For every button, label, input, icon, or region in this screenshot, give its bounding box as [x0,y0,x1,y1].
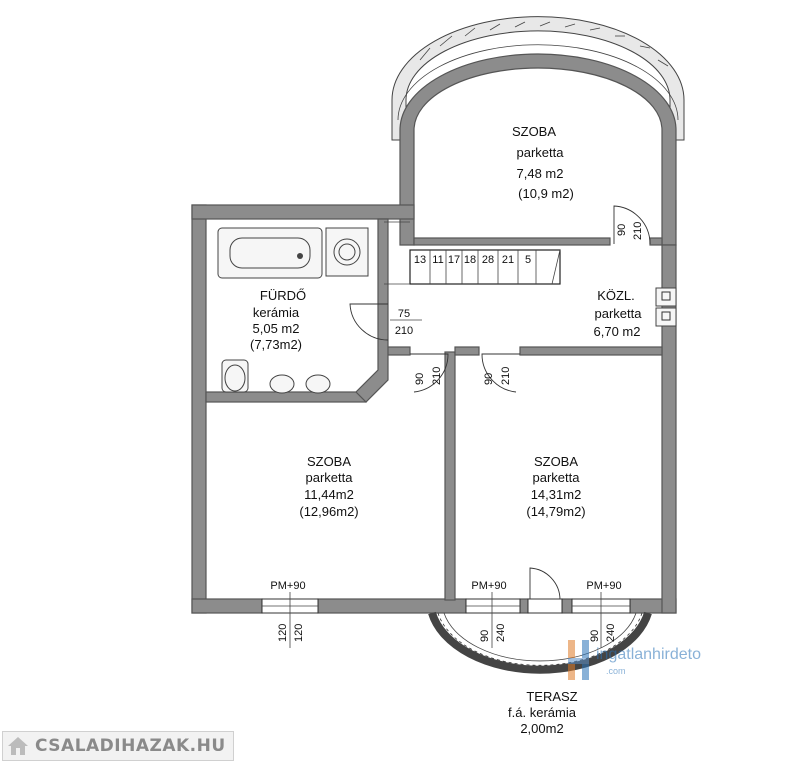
room-area: 14,31m2 [531,487,582,502]
stair-step: 28 [482,254,494,266]
terrace [428,611,652,674]
room-terasz: TERASZ f.á. kerámia 2,00m2 [508,689,578,736]
dim-win-left-h: 120 [293,624,305,642]
door-terrace-icon [529,567,561,601]
room-name: FÜRDŐ [260,288,306,303]
dim-win-left-w: 120 [277,624,289,642]
dimensions: 90 210 75 210 90 210 90 210 PM+90 120 12… [270,222,644,648]
dim-door-right-w: 90 [483,373,495,385]
dim-door-left-w: 90 [414,373,426,385]
dim-door-top-h: 210 [632,222,644,240]
dim-win-right-h: 240 [605,624,617,642]
brand-name: CSALADIHAZAK.HU [35,736,226,756]
room-floor: parketta [517,145,565,160]
top-balcony [391,16,685,141]
room-floor: kerámia [253,305,300,320]
room-area: 7,48 m2 [517,166,564,181]
stair-step: 17 [448,254,460,266]
stair-step: 5 [525,254,531,266]
room-szoba-left: SZOBA parketta 11,44m2 (12,96m2) [299,454,358,519]
dim-door-bath-w: 75 [398,308,410,320]
room-gross-area: (12,96m2) [299,504,358,519]
room-furdo: FÜRDŐ kerámia 5,05 m2 (7,73m2) [250,288,306,352]
dim-win-right-w: 90 [589,630,601,642]
dim-door-right-h: 210 [500,367,512,385]
stair-step: 21 [502,254,514,266]
room-name: TERASZ [526,689,577,704]
sink-icon [305,374,331,394]
room-floor: parketta [595,306,643,321]
room-floor: parketta [533,470,581,485]
bathroom-fixtures [217,227,369,394]
room-gross-area: (14,79m2) [526,504,585,519]
watermark: ingatlanhirdeto .com [566,634,716,686]
door-top-icon [613,205,651,245]
room-name: SZOBA [307,454,351,469]
room-area: 6,70 m2 [594,324,641,339]
win-left-label: PM+90 [270,580,305,592]
dim-win-mid-w: 90 [479,630,491,642]
staircase: 13 11 17 18 28 21 5 [384,221,561,285]
room-gross-area: (10,9 m2) [518,186,574,201]
chimney-icon [655,287,677,327]
room-name: KÖZL. [597,288,635,303]
walls [191,53,677,614]
door-bath-icon [349,303,389,341]
win-mid-label: PM+90 [471,580,506,592]
room-floor: f.á. kerámia [508,705,577,720]
room-gross-area: (7,73m2) [250,337,302,352]
house-icon [8,737,28,755]
room-floor: parketta [306,470,354,485]
stair-step: 13 [414,254,426,266]
stair-step: 18 [464,254,476,266]
door-right-icon [481,353,520,393]
room-szoba-top: SZOBA parketta 7,48 m2 (10,9 m2) [512,124,574,201]
stair-step: 11 [432,254,443,266]
door-left-icon [410,353,449,393]
house-logo-icon [568,640,589,680]
room-kozl: KÖZL. parketta 6,70 m2 [594,288,643,339]
win-right-label: PM+90 [586,580,621,592]
sink-icon [269,374,295,394]
brand-banner[interactable]: CSALADIHAZAK.HU [2,731,234,761]
dim-door-top-w: 90 [616,224,628,236]
room-area: 5,05 m2 [253,321,300,336]
watermark-sub: .com [606,666,626,676]
dim-door-left-h: 210 [431,367,443,385]
watermark-text: ingatlanhirdeto [596,646,701,663]
doors [349,205,651,601]
room-name: SZOBA [534,454,578,469]
dim-win-mid-h: 240 [495,624,507,642]
room-area: 2,00m2 [520,721,563,736]
dim-door-bath-h: 210 [395,325,413,337]
room-name: SZOBA [512,124,556,139]
room-area: 11,44m2 [304,487,354,502]
room-szoba-right: SZOBA parketta 14,31m2 (14,79m2) [526,454,585,519]
